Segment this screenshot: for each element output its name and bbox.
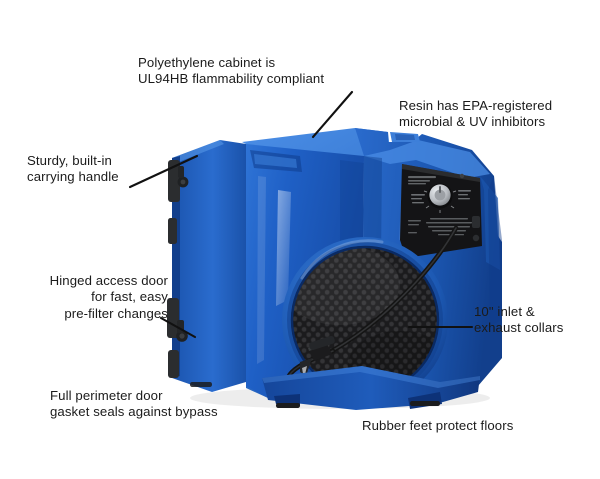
inlet-exhaust-grille [282, 237, 448, 403]
callout-rubber-feet: Rubber feet protect floors [362, 418, 514, 433]
control-panel [400, 164, 482, 258]
callout-carrying-handle: Sturdy, built-in carrying handle [27, 153, 119, 185]
callout-polyethylene-cabinet: Polyethylene cabinet is UL94HB flammabil… [138, 55, 325, 87]
hinged-access-door-panel [167, 140, 246, 392]
speed-control-knob [423, 183, 457, 213]
base-and-rubber-feet [190, 366, 480, 410]
callout-hinged-access-door: Hinged access door for fast, easy pre-fi… [49, 273, 168, 321]
callout-inlet-exhaust-collars: 10" inlet & exhaust collars [474, 304, 564, 336]
callout-resin-epa: Resin has EPA-registered microbial & UV … [399, 98, 553, 130]
air-scrubber-product-image [150, 120, 512, 410]
callout-door-gasket: Full perimeter door gasket seals against… [50, 388, 218, 420]
